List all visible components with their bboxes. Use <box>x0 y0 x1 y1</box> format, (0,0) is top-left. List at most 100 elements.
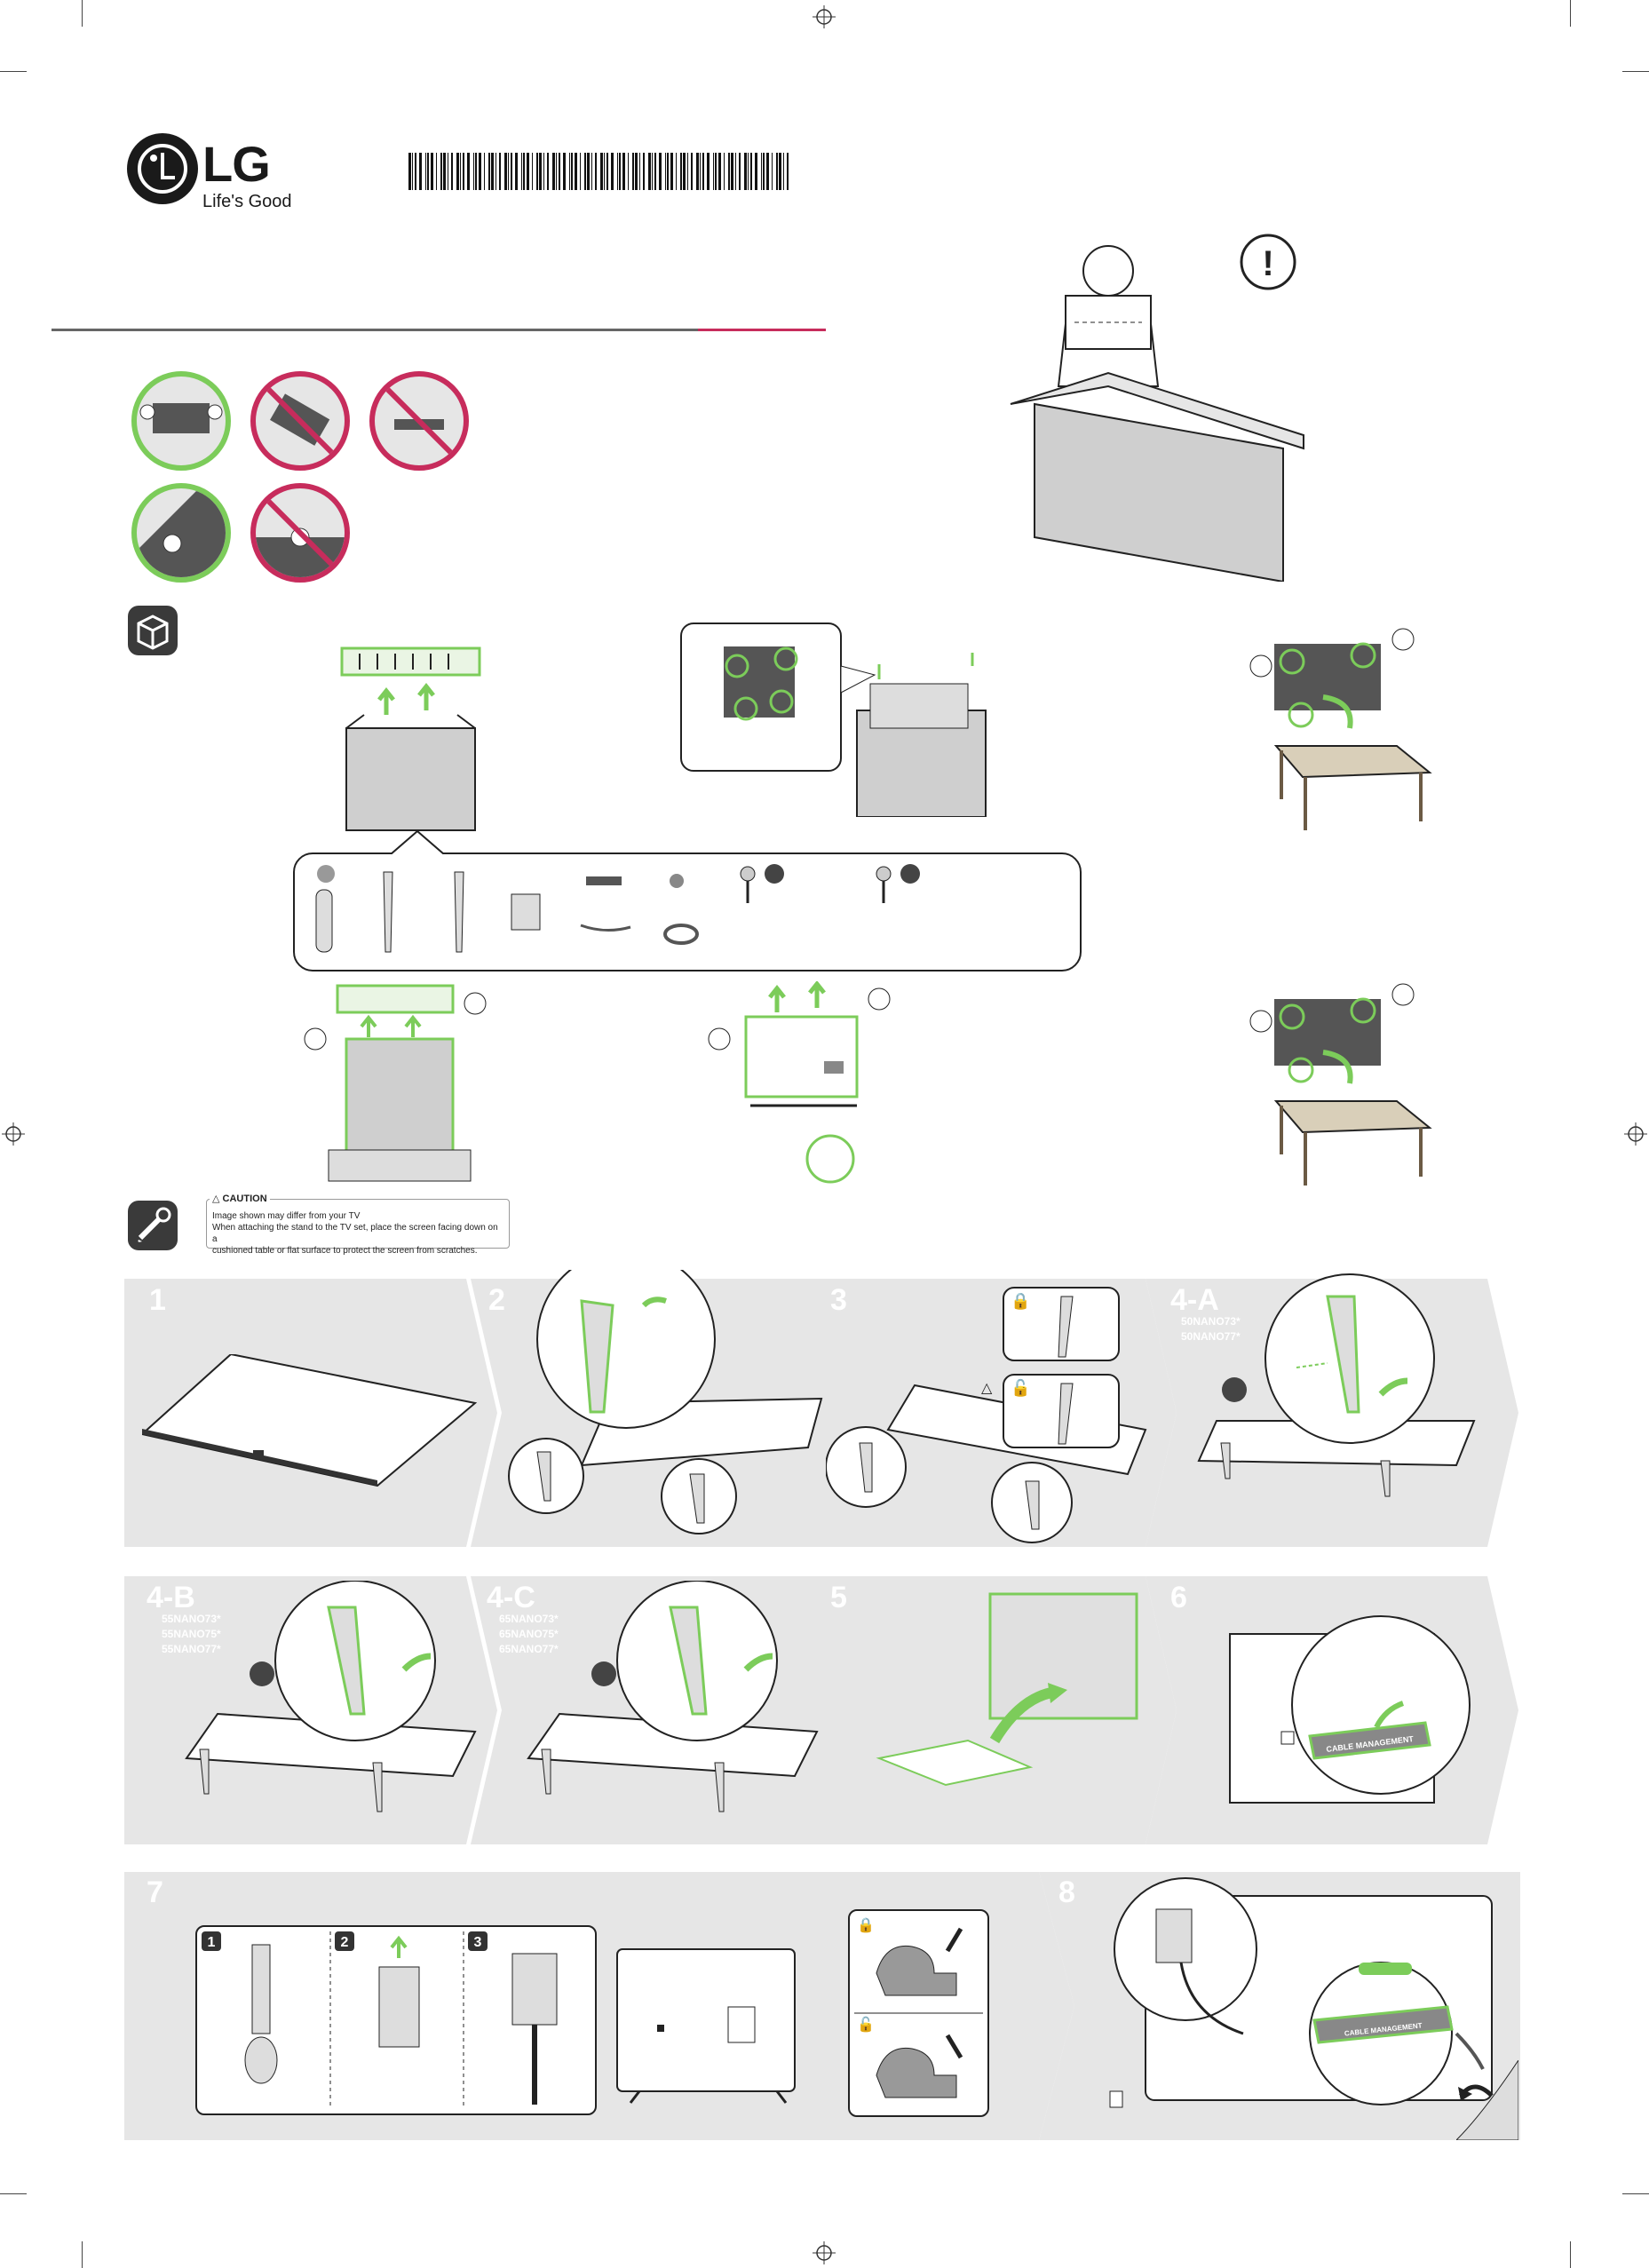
barcode-bar <box>600 153 603 190</box>
barcode-bar <box>443 153 446 190</box>
warning-icon: △ <box>981 1381 993 1396</box>
barcode-bar <box>766 153 769 190</box>
unpacking-warning-illustration: ! <box>1010 234 1304 582</box>
caution-heading: △ CAUTION <box>210 1193 270 1204</box>
barcode-bar <box>715 153 717 190</box>
tv-face-down-illustration <box>142 1354 478 1487</box>
barcode-bar <box>408 153 411 190</box>
barcode-bar <box>515 153 518 190</box>
barcode-bar <box>617 153 618 190</box>
screw-stand-illustration <box>1197 1273 1476 1497</box>
barcode-bar <box>739 153 741 190</box>
barcode-bar <box>552 153 555 190</box>
lg-logo-icon <box>127 133 198 204</box>
barcode-bar <box>731 153 733 190</box>
barcode-bar <box>460 153 461 190</box>
barcode-bar <box>643 153 645 190</box>
barcode-bar <box>787 153 789 190</box>
substep-number: 3 <box>474 1935 482 1950</box>
barcode-bar <box>761 153 762 190</box>
caution-note: Image shown may differ from your TV When… <box>206 1199 510 1256</box>
place-on-table-illustration <box>1249 628 1432 830</box>
barcode-bar <box>539 153 542 190</box>
barcode-bar <box>628 153 629 190</box>
handling-ok-circle <box>131 483 231 583</box>
barcode-bar <box>779 153 781 190</box>
barcode-bar <box>702 153 704 190</box>
model-name: 55NANO73* <box>162 1613 221 1625</box>
barcode-bar <box>463 153 464 190</box>
barcode-bar <box>691 153 693 190</box>
attach-stand-illustration <box>508 1270 823 1534</box>
barcode-bar <box>511 153 512 190</box>
handling-no-circle <box>250 371 350 471</box>
clip-detail-panel <box>848 1909 989 2117</box>
step-number: 2 <box>488 1283 505 1317</box>
barcode-bar <box>696 153 699 190</box>
barcode-bar <box>591 153 592 190</box>
crop-mark <box>0 71 27 72</box>
barcode-bar <box>580 153 581 190</box>
lift-tv-two-people-illustration <box>708 981 891 1184</box>
barcode-bar <box>440 153 442 190</box>
warning-icon: △ <box>212 1193 220 1204</box>
model-name: 50NANO77* <box>1181 1330 1241 1343</box>
barcode-bar <box>436 153 437 190</box>
screw-stand-illustration <box>527 1581 819 1812</box>
barcode-bar <box>521 153 522 190</box>
barcode-bar <box>750 153 752 190</box>
barcode-bar <box>504 153 507 190</box>
barcode-bar <box>431 153 433 190</box>
barcode-bar <box>763 153 765 190</box>
handling-no-circle <box>369 371 469 471</box>
registration-mark-icon <box>1624 1122 1647 1146</box>
barcode-bar <box>467 153 470 190</box>
step-number: 4-C <box>487 1581 535 1614</box>
model-name: 55NANO75* <box>162 1628 221 1640</box>
caution-line-1: Image shown may differ from your TV <box>212 1211 361 1221</box>
barcode-bar <box>776 153 778 190</box>
crop-mark <box>82 0 83 27</box>
brand-name: LG <box>202 136 271 192</box>
barcode-bar <box>639 153 640 190</box>
barcode-bar <box>744 153 747 190</box>
barcode-bar <box>479 153 481 190</box>
step-number: 3 <box>830 1283 847 1317</box>
barcode-bar <box>495 153 496 190</box>
crop-mark <box>1570 2241 1571 2268</box>
caution-line-3: cushioned table or flat surface to prote… <box>212 1246 478 1256</box>
crop-mark <box>1622 2193 1649 2194</box>
header-rule-accent <box>698 329 826 331</box>
barcode-bar <box>532 153 533 190</box>
step-number: 6 <box>1170 1581 1187 1614</box>
brand-tagline: Life's Good <box>202 192 292 211</box>
barcode-bar <box>543 153 544 190</box>
stand-tv-upright-illustration <box>876 1592 1138 1787</box>
barcode-bar <box>670 153 673 190</box>
box-icon <box>128 606 178 655</box>
barcode-bar <box>556 153 557 190</box>
registration-mark-icon <box>813 5 836 28</box>
header-rule <box>52 329 698 331</box>
model-list: 65NANO73* 65NANO75* 65NANO77* <box>499 1612 559 1657</box>
barcode-bar <box>488 153 490 190</box>
barcode-bar <box>415 153 416 190</box>
barcode-bar <box>611 153 614 190</box>
barcode-bar <box>595 153 597 190</box>
lock-stand-illustration <box>826 1287 1147 1543</box>
substeps-panel: 1 2 3 <box>195 1925 597 2115</box>
parts-callout-pointer <box>391 831 444 854</box>
barcode-bar <box>713 153 714 190</box>
barcode-bar <box>724 153 725 190</box>
barcode-bar <box>648 153 651 190</box>
barcode-bar <box>735 153 736 190</box>
step-number: 4-A <box>1170 1283 1219 1317</box>
crop-mark <box>82 2241 83 2268</box>
barcode-bar <box>667 153 669 190</box>
barcode-bar <box>718 153 721 190</box>
barcode-bar <box>606 153 608 190</box>
barcode-bar <box>569 153 570 190</box>
barcode-bar <box>587 153 590 190</box>
lift-tv-from-base-illustration <box>304 984 487 1182</box>
barcode-bar <box>419 153 422 190</box>
